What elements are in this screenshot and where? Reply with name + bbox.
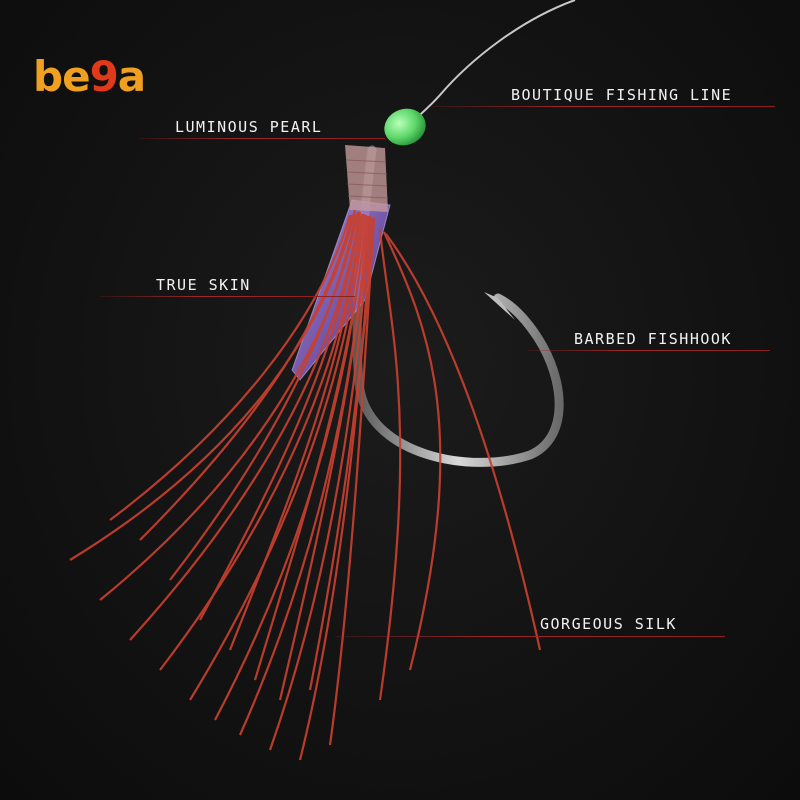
- silk-callout-rule: [335, 636, 725, 637]
- callout-gorgeous-silk: GORGEOUS SILK: [540, 615, 677, 633]
- callout-luminous-pearl: LUMINOUS PEARL: [175, 118, 323, 136]
- fishing-line: [407, 0, 576, 129]
- gorgeous-silk: [69, 209, 542, 761]
- thread-wrap: [345, 145, 388, 212]
- callout-true-skin: TRUE SKIN: [156, 276, 251, 294]
- callout-barbed-fishhook: BARBED FISHHOOK: [574, 330, 732, 348]
- logo-text: be: [33, 52, 91, 101]
- logo-bolt: 9: [89, 52, 119, 101]
- line-callout-rule: [430, 106, 775, 107]
- skin-callout-rule: [100, 296, 355, 297]
- luminous-pearl: [384, 108, 426, 146]
- callout-boutique-fishing-line: BOUTIQUE FISHING LINE: [511, 86, 733, 104]
- brand-logo: be9a: [33, 52, 146, 101]
- logo-text-end: a: [117, 52, 146, 101]
- pearl-callout-rule: [140, 138, 385, 139]
- barbed-fishhook: [352, 145, 564, 467]
- hook-callout-rule: [528, 350, 770, 351]
